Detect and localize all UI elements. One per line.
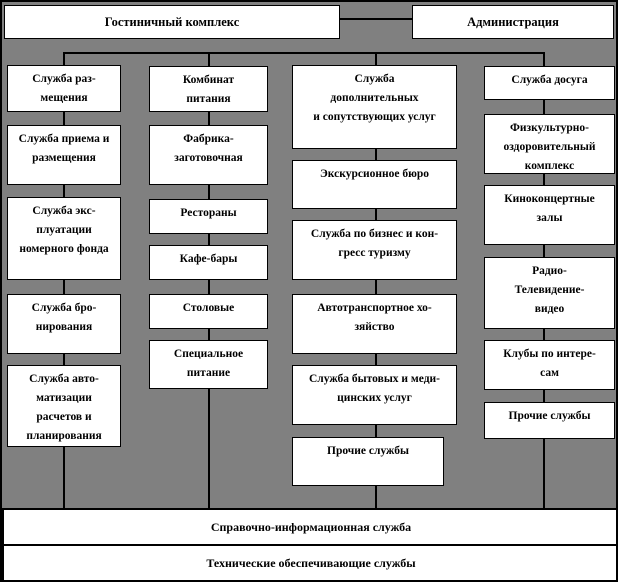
column-line-2 xyxy=(208,52,210,510)
node-leisure-service: Служба досуга xyxy=(484,66,615,100)
node-cinema-concert-halls: Киноконцертные залы xyxy=(484,185,615,245)
node-canteens: Столовые xyxy=(149,294,268,329)
top-connector-line xyxy=(340,18,412,20)
node-other-services-leisure: Прочие службы xyxy=(484,402,615,439)
node-accommodation-service: Служба раз- мещения xyxy=(7,65,121,112)
trunk-line xyxy=(63,52,545,54)
node-other-services-additional: Прочие службы xyxy=(292,437,444,486)
node-procurement-factory: Фабрика- заготовочная xyxy=(149,125,268,185)
node-household-medical-services: Служба бытовых и меди- цинских услуг xyxy=(292,365,457,425)
node-info-reference-service: Справочно-информационная служба xyxy=(2,508,616,546)
node-hotel-complex: Гостиничный комплекс xyxy=(4,5,340,39)
node-business-congress-tourism: Служба по бизнес и кон- гресс туризму xyxy=(292,220,457,280)
node-restaurants: Рестораны xyxy=(149,199,268,234)
node-technical-services: Технические обеспечивающие службы xyxy=(2,544,616,580)
node-fitness-complex: Физкультурно- оздоровительный комплекс xyxy=(484,114,615,174)
node-radio-tv-video: Радио- Телевидение- видео xyxy=(484,257,615,329)
node-administration: Администрация xyxy=(412,5,614,39)
node-transport-facility: Автотранспортное хо- зяйство xyxy=(292,294,457,354)
node-cafe-bars: Кафе-бары xyxy=(149,245,268,280)
node-reception-service: Служба приема и размещения xyxy=(7,125,121,185)
node-catering-complex: Комбинат питания xyxy=(149,66,268,112)
node-additional-services: Служба дополнительных и сопутствующих ус… xyxy=(292,65,457,149)
node-excursion-bureau: Экскурсионное бюро xyxy=(292,160,457,209)
node-booking-service: Служба бро- нирования xyxy=(7,294,121,354)
column-line-1 xyxy=(63,52,65,510)
node-billing-automation-service: Служба авто- матизации расчетов и планир… xyxy=(7,365,121,447)
node-special-catering: Специальное питание xyxy=(149,340,268,389)
node-interest-clubs: Клубы по интере- сам xyxy=(484,340,615,390)
node-room-fund-service: Служба экс- плуатации номерного фонда xyxy=(7,197,121,280)
column-line-3 xyxy=(375,52,377,510)
